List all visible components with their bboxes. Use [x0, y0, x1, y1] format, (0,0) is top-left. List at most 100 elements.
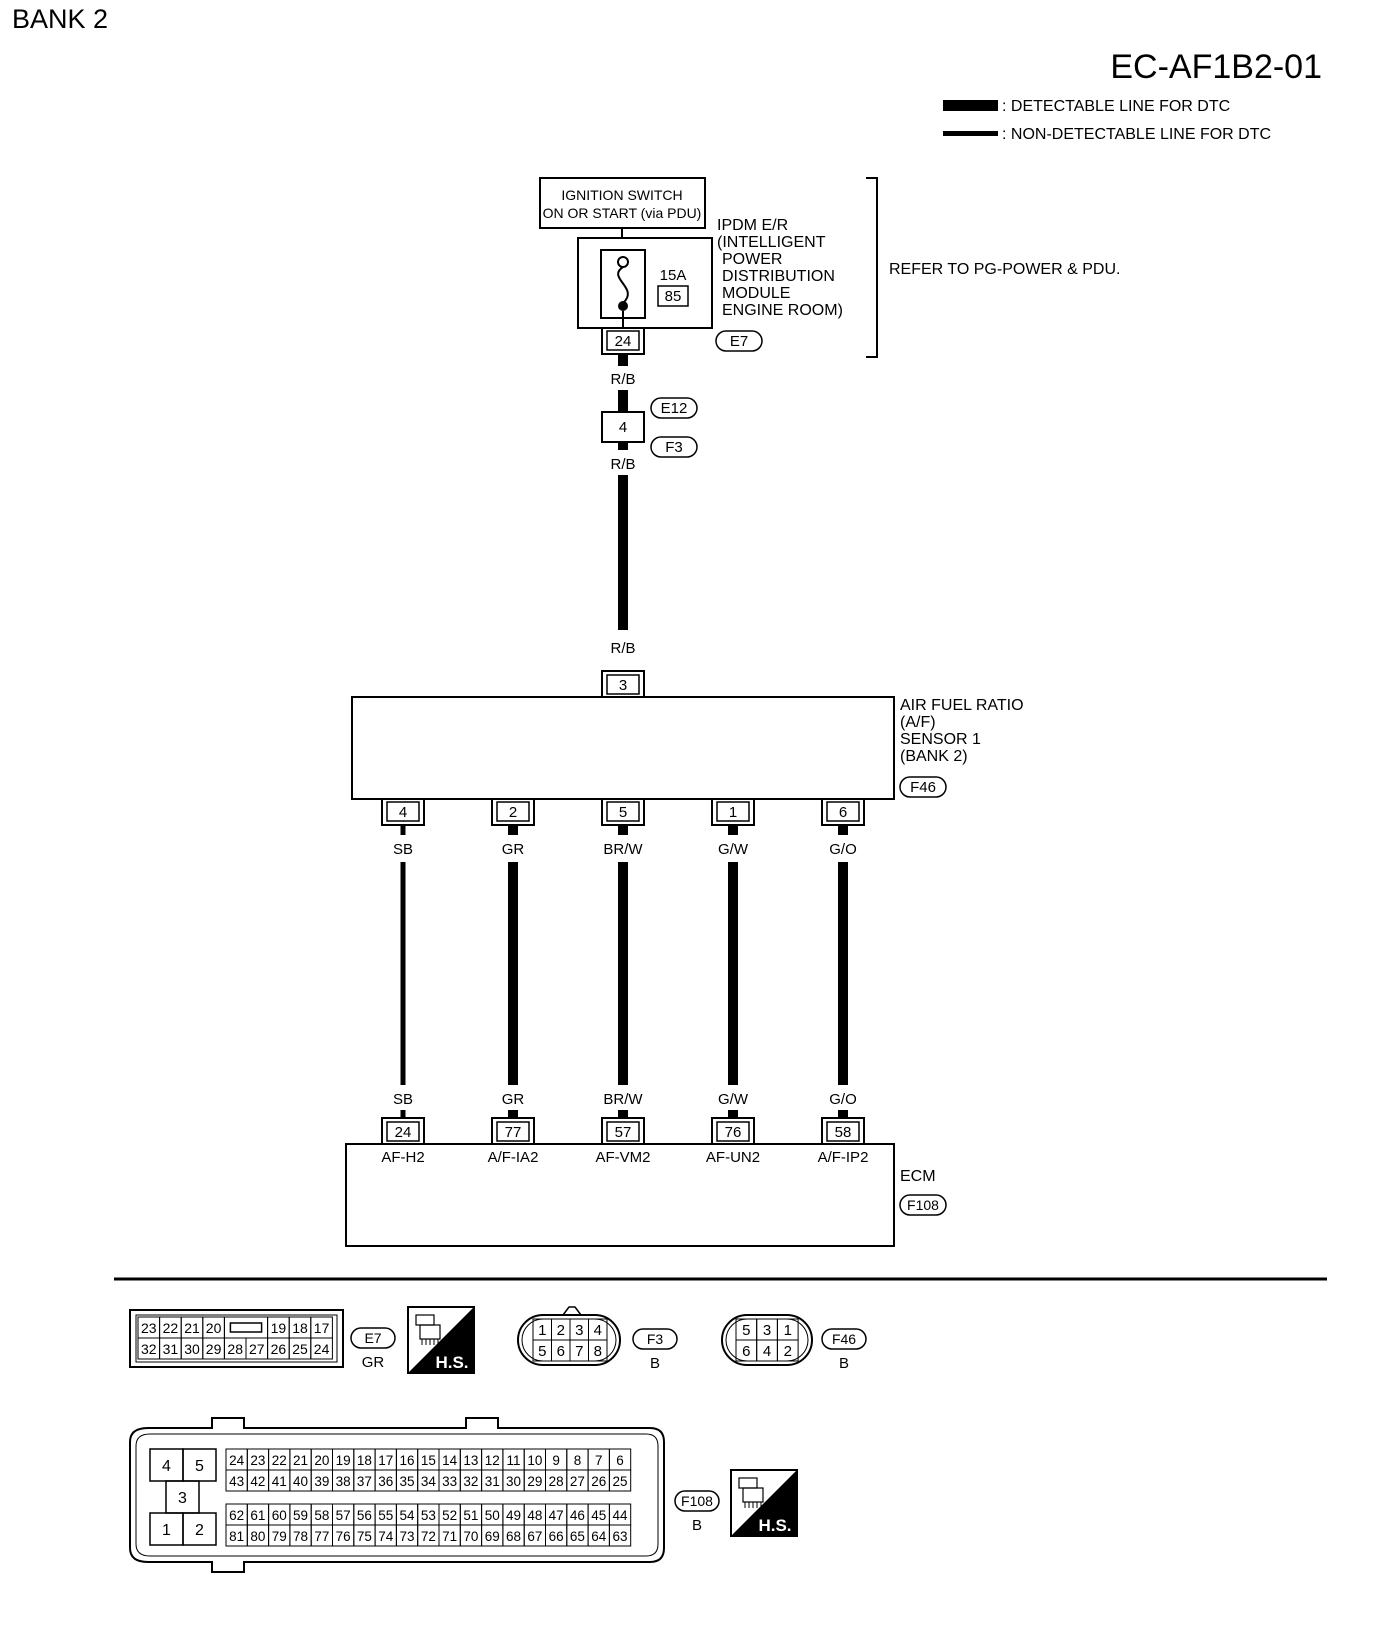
f3-id: F3 [647, 1331, 664, 1347]
e12-connector-badge [650, 397, 698, 419]
sensor-pin-box [606, 801, 640, 822]
f108-pin-number: 36 [378, 1474, 393, 1489]
ecm: ECM F108 [345, 1143, 947, 1247]
f108-pin-number: 80 [250, 1529, 265, 1544]
legend-detectable-swatch [943, 100, 998, 111]
fuse-icon [617, 266, 629, 304]
e7-pin-number: 23 [141, 1320, 157, 1336]
f108-pin-number: 74 [378, 1529, 394, 1544]
ipdm-pin-number: 24 [615, 333, 632, 350]
sensor-pin-number: 4 [399, 804, 407, 821]
bank-title: BANK 2 [12, 4, 108, 34]
ipdm-name-line-3: POWER [722, 251, 782, 268]
f108-pin-number: 22 [272, 1453, 287, 1468]
ecm-terminal-label: A/F-IP2 [818, 1149, 869, 1166]
wire-color-top: BR/W [603, 841, 643, 858]
f108-pin-number: 67 [527, 1529, 542, 1544]
f108-pin-number: 23 [250, 1453, 265, 1468]
ecm-pin-bracket [711, 1117, 755, 1144]
f108-pin-number: 29 [527, 1474, 542, 1489]
f108-power-pin-number: 4 [162, 1458, 171, 1475]
f46-pin-number: 4 [763, 1343, 771, 1360]
e7-pin-number: 32 [141, 1341, 157, 1357]
ecm-pin-bracket [491, 1117, 535, 1144]
f108-pin-number: 49 [506, 1508, 521, 1523]
rb-power-wire: R/B 4 E12 F3 R/B R/B [601, 354, 698, 657]
f108-connector-badge [899, 1194, 947, 1216]
f108-pin-number: 6 [616, 1453, 624, 1468]
f3-pin-cell [588, 1339, 608, 1362]
f3-pin-number: 5 [538, 1343, 546, 1360]
ecm-pin-bracket [601, 1117, 645, 1144]
f108-pin-number: 7 [595, 1453, 603, 1468]
f108-pin-number: 16 [400, 1453, 415, 1468]
f3-connector-id: F3 [665, 439, 683, 456]
sensor-top-pin-box [606, 674, 640, 695]
f108-power-pin-number: 5 [195, 1458, 204, 1475]
f108-pin-number: 11 [507, 1453, 521, 1468]
ecm-pin-number: 24 [395, 1124, 412, 1141]
f3-pin-number: 2 [557, 1322, 565, 1339]
f108-pin-number: 24 [229, 1453, 245, 1468]
ecm-pin-box [606, 1121, 640, 1142]
e7-pin-number: 28 [227, 1341, 243, 1357]
wire-color-top: GR [502, 841, 525, 858]
e7-key-slot-mark [229, 1322, 263, 1333]
f108-pin-number: 30 [506, 1474, 521, 1489]
ipdm-name-line-4: DISTRIBUTION [722, 268, 835, 285]
ecm-terminal-label: A/F-IA2 [488, 1149, 539, 1166]
f3-pin-number: 4 [594, 1322, 602, 1339]
f108-pin-number: 56 [357, 1508, 372, 1523]
e7-pin-number: 27 [249, 1341, 265, 1357]
rb-wire-color-1: R/B [610, 371, 635, 388]
f108-pin-number: 14 [442, 1453, 458, 1468]
rb-wire-color-3: R/B [610, 640, 635, 657]
ecm-pin-bracket [821, 1117, 865, 1144]
f108-pin-number: 9 [552, 1453, 560, 1468]
f108-pin-number: 53 [421, 1508, 436, 1523]
f108-pin-number: 79 [272, 1529, 287, 1544]
f108-power-pin-number: 3 [178, 1490, 187, 1507]
f108-pin-number: 12 [485, 1453, 500, 1468]
f46-pin-cell [776, 1339, 799, 1362]
f108-pin-number: 75 [357, 1529, 372, 1544]
f108-pin-number: 43 [229, 1474, 244, 1489]
ecm-pin-number: 57 [615, 1124, 632, 1141]
f108-pin-number: 19 [336, 1453, 351, 1468]
ecm-name: ECM [900, 1168, 936, 1185]
legend-detectable-label: : DETECTABLE LINE FOR DTC [1002, 98, 1230, 115]
f108-pin-number: 34 [421, 1474, 437, 1489]
f108-pin-number: 8 [574, 1453, 582, 1468]
f3-pin-number: 8 [594, 1343, 602, 1360]
ipdm-connector-badge [715, 330, 763, 352]
connector-plug-icon [738, 1477, 764, 1508]
f108-connector-outline [129, 1417, 665, 1573]
e7-pin-number: 26 [271, 1341, 287, 1357]
refer-note: REFER TO PG-POWER & PDU. [889, 261, 1120, 278]
f108-id-badge [674, 1490, 720, 1512]
wire-color-top: G/O [829, 841, 857, 858]
f108-pin-number: 38 [336, 1474, 351, 1489]
e7-pin-number: 18 [292, 1320, 308, 1336]
e7-pin-number: 19 [271, 1320, 287, 1336]
f108-pin-number: 78 [293, 1529, 308, 1544]
rb-wire-color-2: R/B [610, 456, 635, 473]
f46-pin-number: 2 [784, 1343, 792, 1360]
harness-pin-number: 4 [619, 419, 627, 436]
sensor-pin-number: 1 [729, 804, 737, 821]
f108-pin-number: 66 [549, 1529, 564, 1544]
f108-pin-number: 20 [314, 1453, 329, 1468]
f108-pin-cell [608, 1524, 632, 1547]
f108-pin-number: 46 [570, 1508, 585, 1523]
ipdm-name-line-1: IPDM E/R [717, 217, 788, 234]
ecm-pin-number: 77 [505, 1124, 522, 1141]
e7-pin-number: 24 [314, 1341, 330, 1357]
wire-color-bottom: G/O [829, 1091, 857, 1108]
